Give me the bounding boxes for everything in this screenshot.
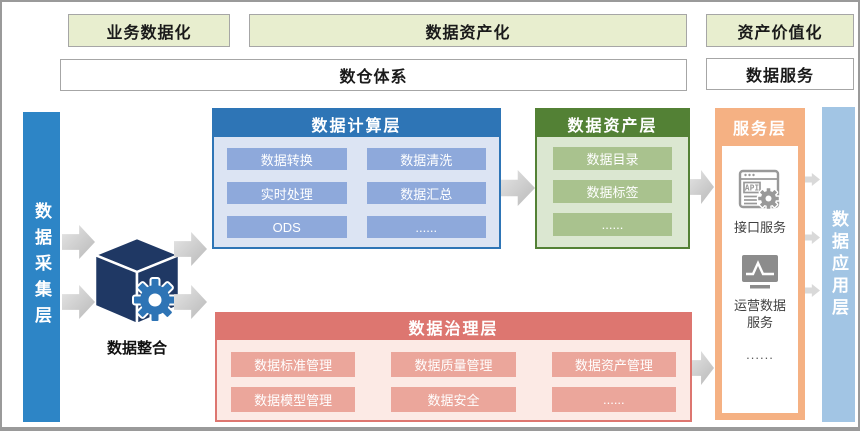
governance-item: 数据模型管理 xyxy=(231,387,356,412)
data-asset-layer: 数据资产层 数据目录 数据标签 ...... xyxy=(535,108,690,249)
compute-item: ODS xyxy=(227,216,347,238)
data-compute-layer: 数据计算层 数据转换 数据清洗 实时处理 数据汇总 ODS ...... xyxy=(212,108,501,249)
stage-asset-valuation: 资产价值化 xyxy=(706,14,854,47)
service-layer: 服务层 API xyxy=(715,108,805,420)
system-data-service: 数据服务 xyxy=(706,58,854,90)
compute-item: 数据清洗 xyxy=(366,148,486,170)
stage-label: 资产价值化 xyxy=(737,24,823,42)
service-layer-panel: API 接口服务 xyxy=(722,146,798,413)
arrow-service-to-application-1 xyxy=(803,173,820,186)
data-collection-layer-bar: 数据采集层 xyxy=(23,112,60,422)
api-icon: API xyxy=(738,169,781,211)
arrow-service-to-application-3 xyxy=(803,284,820,297)
data-asset-items: 数据目录 数据标签 ...... xyxy=(537,137,688,246)
compute-item: 实时处理 xyxy=(227,182,347,204)
system-data-warehouse: 数仓体系 xyxy=(60,59,687,91)
governance-item: ...... xyxy=(551,387,676,412)
asset-item: ...... xyxy=(553,213,672,236)
cube-gear-icon xyxy=(93,236,181,326)
arrow-compute-to-asset xyxy=(499,170,535,206)
asset-item: 数据目录 xyxy=(553,147,672,170)
governance-item: 数据资产管理 xyxy=(551,352,676,377)
service-layer-title: 服务层 xyxy=(732,121,787,138)
data-application-layer-label: 数据应用层 xyxy=(829,209,848,320)
svg-text:API: API xyxy=(745,184,760,193)
arrow-service-to-application-2 xyxy=(803,231,820,244)
governance-item: 数据标准管理 xyxy=(231,352,356,377)
governance-item: 数据安全 xyxy=(391,387,516,412)
data-compute-items: 数据转换 数据清洗 实时处理 数据汇总 ODS ...... xyxy=(214,137,499,249)
governance-item: 数据质量管理 xyxy=(391,352,516,377)
stage-label: 数据资产化 xyxy=(425,24,511,42)
data-integration: 数据整合 xyxy=(82,234,192,358)
stage-label: 业务数据化 xyxy=(106,24,192,42)
system-label: 数仓体系 xyxy=(339,69,408,86)
compute-item: 数据汇总 xyxy=(366,182,486,204)
stage-data-assetization: 数据资产化 xyxy=(249,14,687,47)
compute-item: ...... xyxy=(366,216,486,238)
data-integration-label: 数据整合 xyxy=(106,340,167,357)
data-application-layer-bar: 数据应用层 xyxy=(822,107,855,422)
data-governance-items: 数据标准管理 数据质量管理 数据资产管理 数据模型管理 数据安全 ...... xyxy=(217,340,690,424)
stage-business-dataization: 业务数据化 xyxy=(68,14,230,47)
data-governance-layer-title: 数据治理层 xyxy=(217,314,690,340)
data-collection-layer-label: 数据采集层 xyxy=(32,202,51,332)
data-compute-layer-title: 数据计算层 xyxy=(214,110,499,137)
api-service-label: 接口服务 xyxy=(733,220,786,235)
data-asset-layer-title: 数据资产层 xyxy=(537,110,688,137)
arrow-asset-to-service xyxy=(687,170,714,204)
service-more-dots: ...... xyxy=(746,347,774,362)
data-governance-layer: 数据治理层 数据标准管理 数据质量管理 数据资产管理 数据模型管理 数据安全 .… xyxy=(215,312,692,422)
compute-item: 数据转换 xyxy=(227,148,347,170)
asset-item: 数据标签 xyxy=(553,180,672,203)
system-label: 数据服务 xyxy=(745,68,814,85)
ops-chart-icon xyxy=(742,255,778,289)
ops-data-service-label: 运营数据服务 xyxy=(733,298,786,330)
